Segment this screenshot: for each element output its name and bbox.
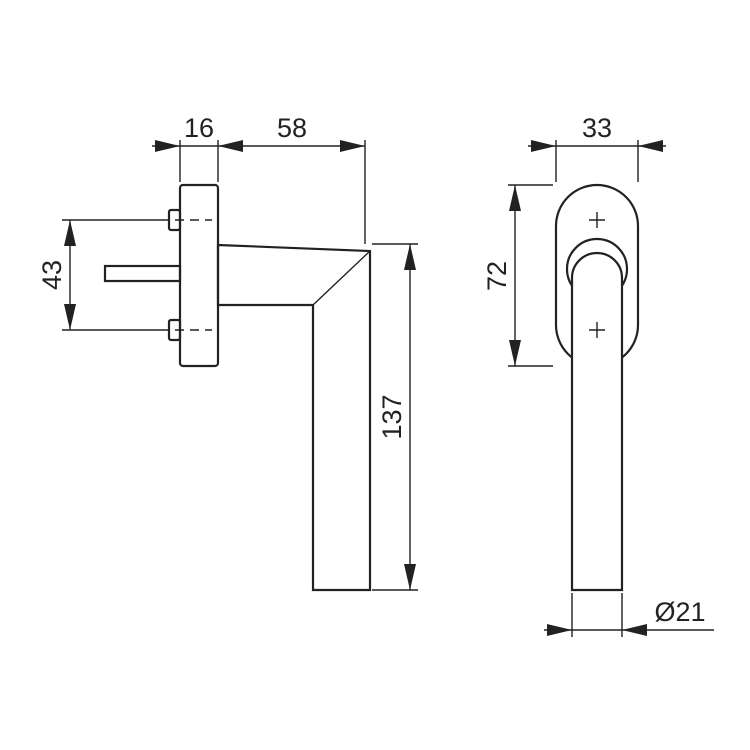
arrow-head [155, 140, 180, 152]
dimension-33: 33 [528, 113, 666, 182]
dimension-72: 72 [482, 184, 553, 367]
arrow-head [531, 140, 556, 152]
arrow-head [404, 564, 416, 590]
dimension-label-43: 43 [37, 260, 67, 290]
arrow-head [64, 220, 76, 246]
arrow-head [638, 140, 663, 152]
screw-cross-bottom [589, 322, 605, 338]
arrow-head [547, 624, 572, 636]
arrow-head [218, 140, 243, 152]
arrow-head [340, 140, 365, 152]
spindle [103, 264, 182, 283]
arrow-head [64, 304, 76, 330]
handle-bend-line [312, 250, 371, 306]
arrow-head [622, 624, 647, 636]
side-view [103, 183, 372, 592]
handle-body-side [216, 243, 372, 592]
arrow-head [509, 185, 521, 211]
dimension-137: 137 [372, 243, 418, 591]
dimension-label-33: 33 [582, 113, 612, 143]
dimension-label-diameter: Ø21 [654, 597, 705, 627]
rose-plate-side [178, 183, 220, 368]
screw-cross-top [589, 212, 605, 228]
dimension-label-137: 137 [377, 394, 407, 439]
arrow-head [509, 340, 521, 366]
dimension-diameter: Ø21 [544, 593, 714, 637]
dimension-top-side: 16 58 [152, 113, 366, 244]
front-view [554, 183, 640, 592]
dimension-43: 43 [37, 219, 160, 331]
arrow-head [404, 244, 416, 270]
handle-grip-front [570, 251, 624, 592]
dimension-label-58: 58 [277, 113, 307, 143]
dimension-label-72: 72 [482, 261, 512, 291]
dimension-label-16: 16 [184, 113, 214, 143]
